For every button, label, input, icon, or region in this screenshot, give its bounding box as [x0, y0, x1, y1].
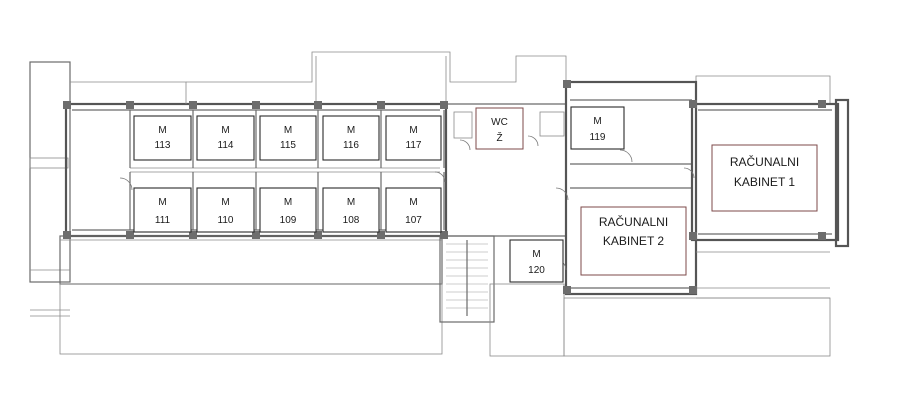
- room-label-line2: 113: [155, 140, 171, 151]
- building-walls: [29, 51, 850, 357]
- structural-columns: [63, 80, 826, 294]
- room-box: [570, 106, 625, 150]
- room-box: [322, 187, 380, 233]
- room-label-line2: Ž: [496, 131, 502, 144]
- room-racunalni-kabinet-2[interactable]: RAČUNALNI KABINET 2: [580, 206, 687, 276]
- room-box-highlight: [580, 206, 687, 276]
- room-box: [385, 187, 442, 233]
- room-m109[interactable]: M 109: [259, 187, 317, 233]
- room-label-line2: 107: [405, 215, 422, 226]
- room-label-line1: WC: [491, 117, 508, 128]
- room-label-line1: RAČUNALNI: [599, 214, 668, 229]
- room-label-line1: M: [221, 197, 229, 208]
- room-m110[interactable]: M 110: [196, 187, 255, 233]
- room-racunalni-kabinet-1[interactable]: RAČUNALNI KABINET 1: [711, 144, 818, 212]
- room-label-line2: 108: [343, 215, 360, 226]
- room-label-line2: KABINET 2: [603, 234, 664, 248]
- room-label-line1: M: [532, 249, 540, 260]
- room-label-line2: 110: [218, 215, 234, 226]
- room-label-line1: M: [593, 116, 601, 127]
- room-label-line2: 117: [406, 140, 422, 151]
- room-m120[interactable]: M 120: [509, 239, 564, 283]
- room-m114[interactable]: M 114: [196, 115, 255, 161]
- room-box: [385, 115, 442, 161]
- room-label-line1: M: [221, 125, 229, 136]
- room-label-line2: 109: [280, 215, 297, 226]
- room-box: [259, 187, 317, 233]
- room-m113[interactable]: M 113: [133, 115, 192, 161]
- room-box: [259, 115, 317, 161]
- room-label-line1: M: [409, 125, 417, 136]
- room-label-line2: 120: [528, 265, 545, 276]
- room-label-line2: 114: [218, 140, 234, 151]
- room-label-line1: M: [284, 125, 292, 136]
- room-m119[interactable]: M 119: [570, 106, 625, 150]
- room-label-line1: M: [158, 197, 166, 208]
- room-box: [322, 115, 380, 161]
- room-label-line2: 111: [155, 215, 171, 226]
- room-label-line1: M: [347, 197, 355, 208]
- room-label-line2: 119: [590, 132, 606, 143]
- room-box: [509, 239, 564, 283]
- room-label-line2: KABINET 1: [734, 175, 795, 189]
- room-label-line2: 115: [280, 140, 296, 151]
- room-label-line1: M: [284, 197, 292, 208]
- room-box-highlight: [475, 107, 524, 150]
- room-label-line1: M: [347, 125, 355, 136]
- room-box: [196, 187, 255, 233]
- room-label-line1: RAČUNALNI: [730, 154, 799, 169]
- room-m108[interactable]: M 108: [322, 187, 380, 233]
- room-box: [133, 187, 192, 233]
- room-label-line1: M: [409, 197, 417, 208]
- room-wc[interactable]: WC Ž: [475, 107, 524, 150]
- room-label-line1: M: [158, 125, 166, 136]
- room-box-highlight: [711, 144, 818, 212]
- room-box: [133, 115, 192, 161]
- room-m107[interactable]: M 107: [385, 187, 442, 233]
- room-label-line2: 116: [343, 140, 359, 151]
- room-box: [196, 115, 255, 161]
- room-m117[interactable]: M 117: [385, 115, 442, 161]
- room-m116[interactable]: M 116: [322, 115, 380, 161]
- room-m115[interactable]: M 115: [259, 115, 317, 161]
- room-m111[interactable]: M 111: [133, 187, 192, 233]
